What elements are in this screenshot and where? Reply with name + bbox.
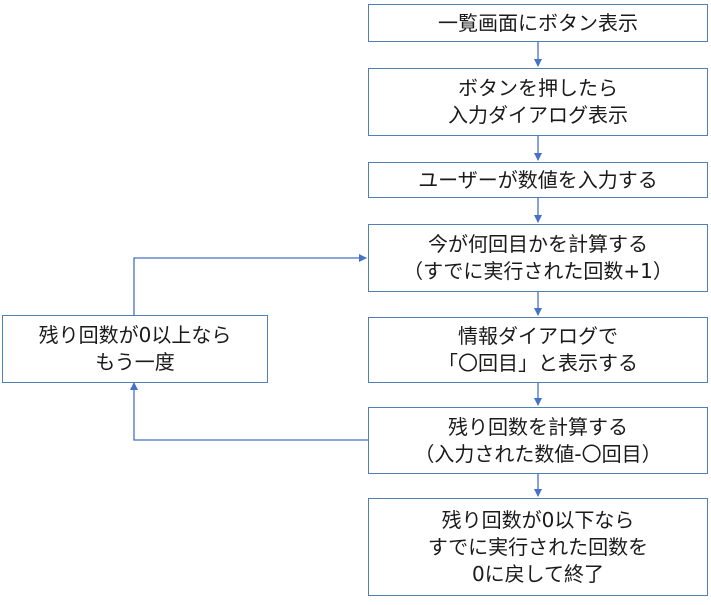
node-end-reset: 残り回数が0以下なら すでに実行された回数を 0に戻して終了 [368, 498, 708, 596]
node-line: （すでに実行された回数+1） [403, 259, 673, 283]
node-line: 残り回数が0以下なら [441, 507, 635, 532]
node-line: 今が何回目かを計算する [428, 232, 648, 256]
node-line: 残り回数が0以上なら [38, 323, 232, 347]
node-info-dialog: 情報ダイアログで 「〇回目」と表示する [368, 317, 708, 383]
node-line: 「〇回目」と表示する [438, 351, 638, 375]
node-press-dialog: ボタンを押したら 入力ダイアログ表示 [368, 68, 708, 136]
node-calc-count: 今が何回目かを計算する （すでに実行された回数+1） [368, 224, 708, 292]
arrow-repeat-to-calc [133, 254, 367, 315]
node-line: 入力ダイアログ表示 [448, 103, 628, 127]
node-line: 残り回数を計算する [448, 414, 628, 439]
node-line: （入力された数値-〇回目） [414, 441, 662, 466]
node-line: 0に戻して終了 [471, 561, 605, 586]
node-repeat: 残り回数が0以上なら もう一度 [2, 315, 268, 383]
node-line: もう一度 [95, 350, 175, 374]
node-line: すでに実行された回数を [427, 534, 649, 559]
node-line: 一覧画面にボタン表示 [438, 10, 638, 35]
node-show-button: 一覧画面にボタン表示 [368, 4, 708, 42]
node-calc-remaining: 残り回数を計算する （入力された数値-〇回目） [368, 407, 708, 474]
arrow-remaining-to-repeat [130, 382, 368, 441]
node-line: ユーザーが数値を入力する [418, 167, 658, 192]
node-user-input: ユーザーが数値を入力する [368, 162, 708, 198]
node-line: 情報ダイアログで [458, 324, 618, 348]
node-line: ボタンを押したら [458, 76, 618, 100]
